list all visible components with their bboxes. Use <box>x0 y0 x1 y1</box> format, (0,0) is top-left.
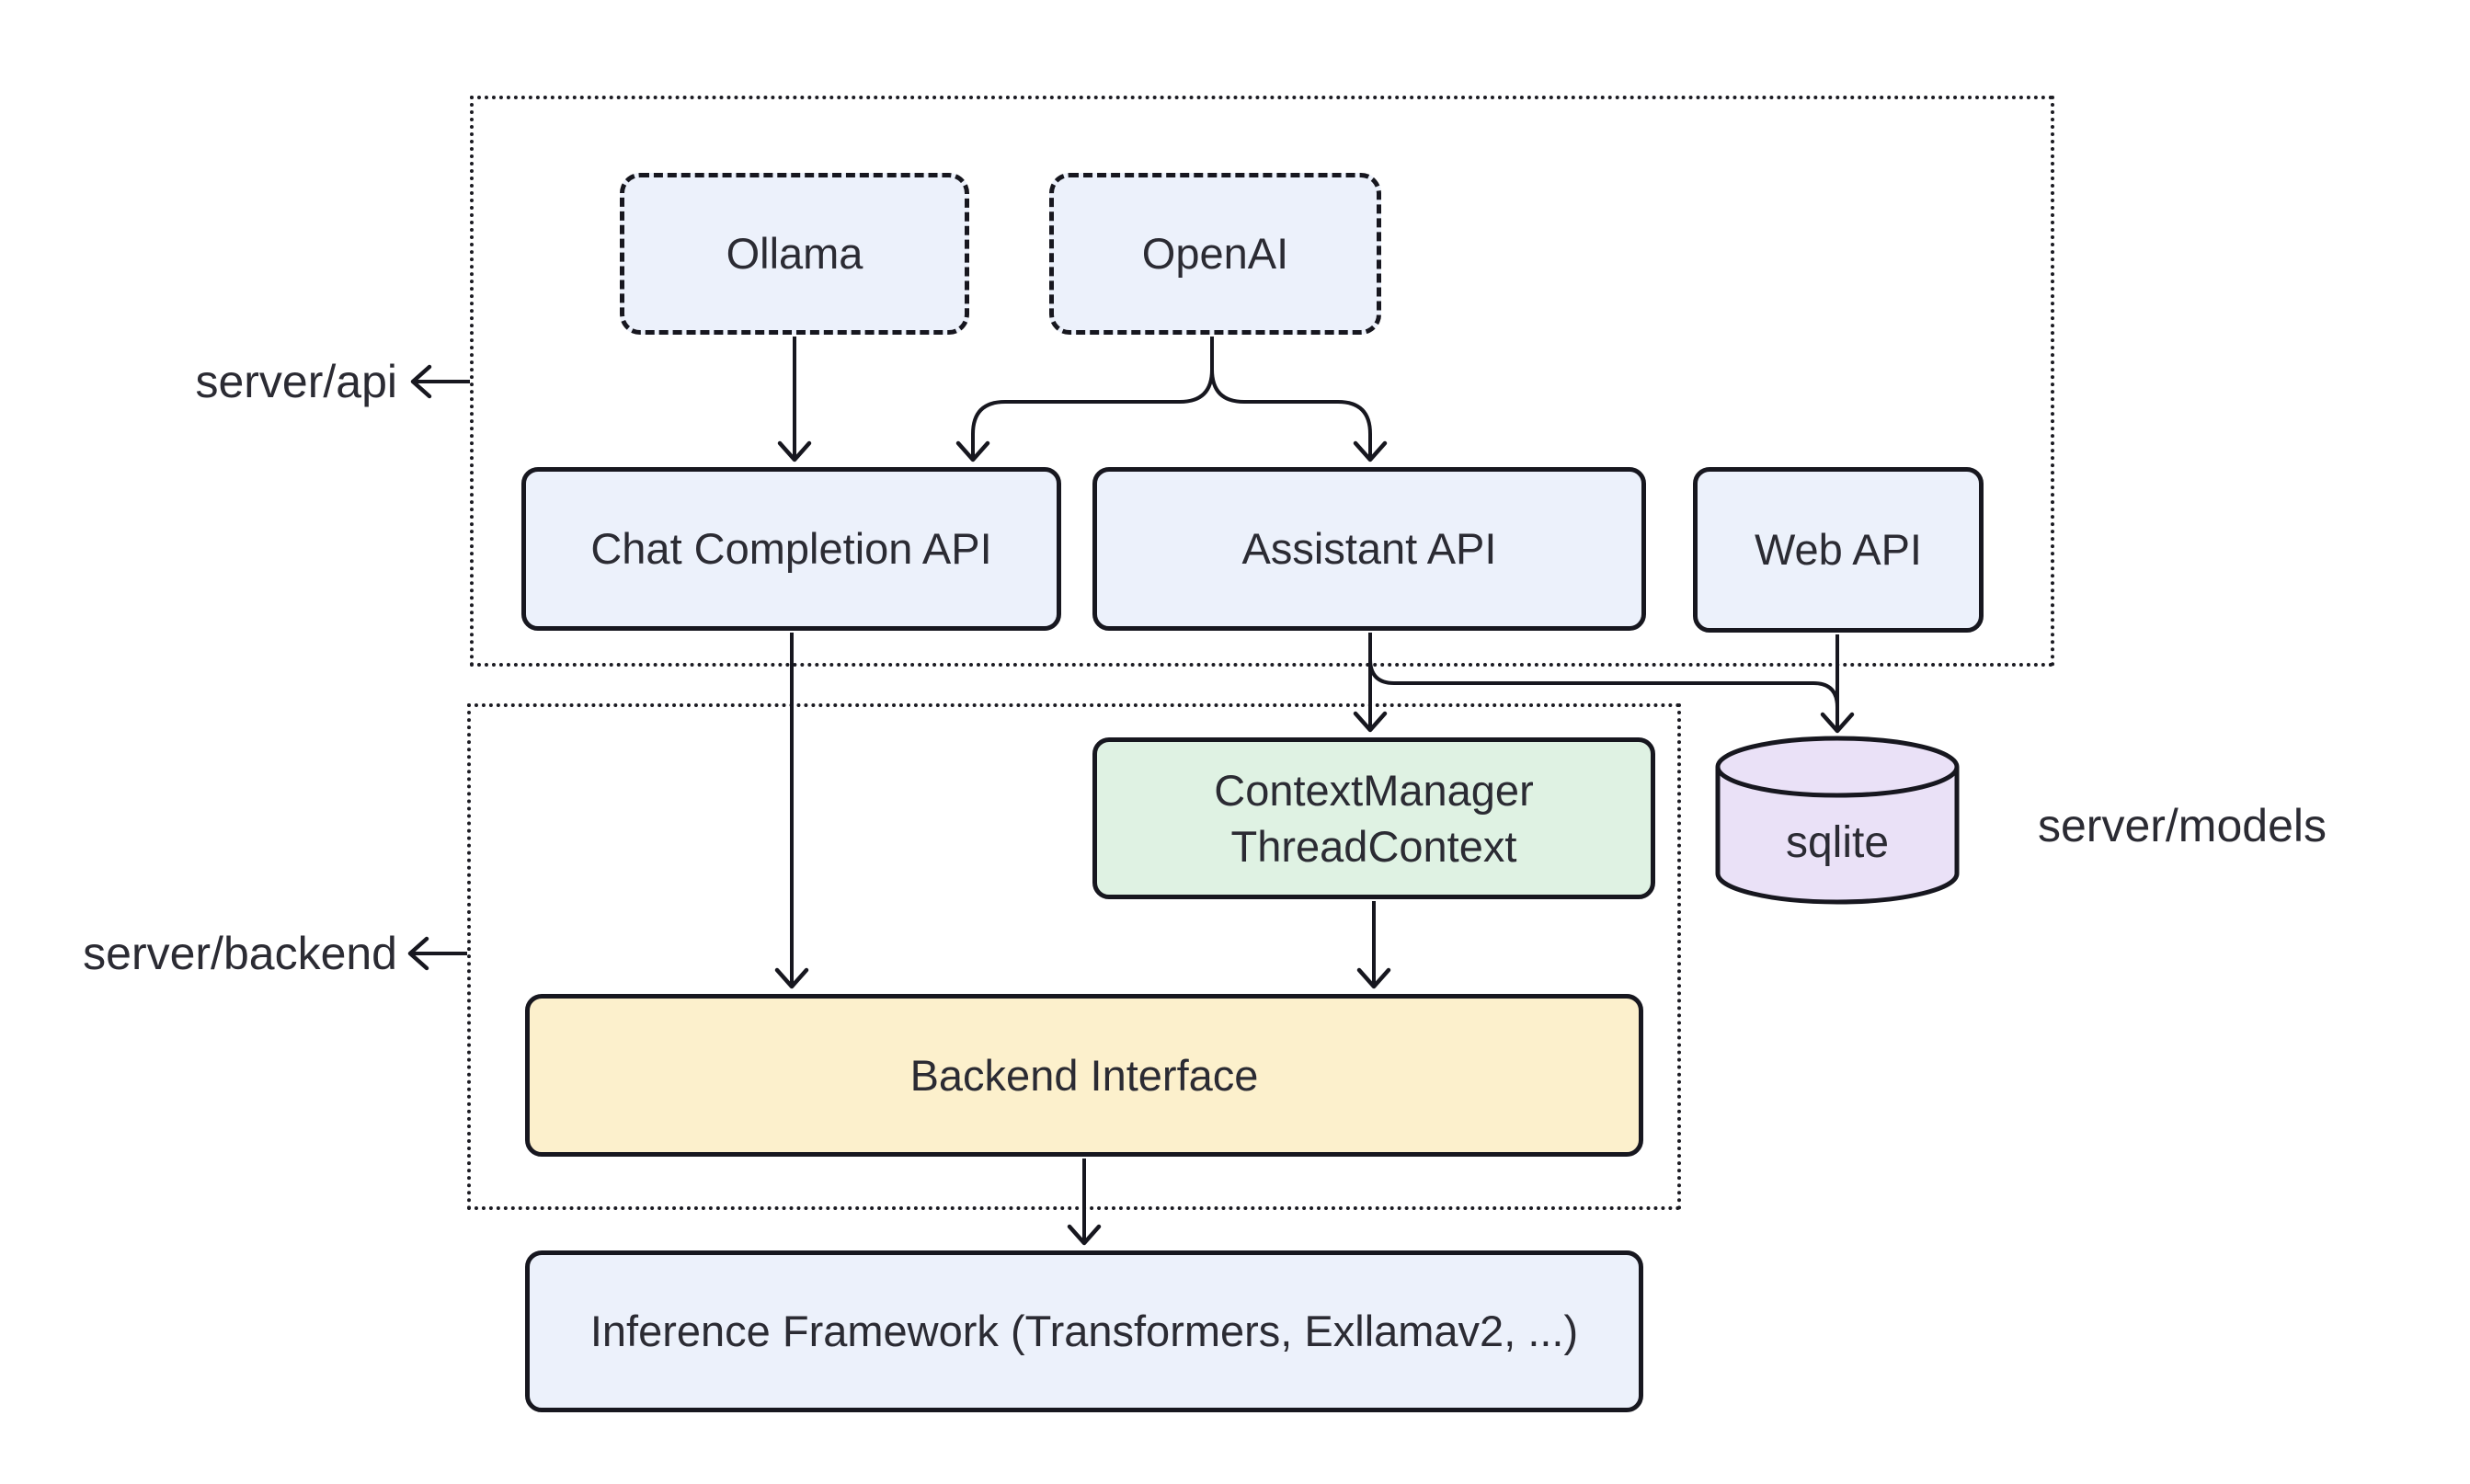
node-ollama-label: Ollama <box>726 229 863 279</box>
node-inference-framework: Inference Framework (Transformers, Exlla… <box>525 1250 1643 1412</box>
node-backend-interface-label: Backend Interface <box>909 1050 1259 1100</box>
context-manager-line1: ContextManager <box>1214 765 1534 815</box>
node-assistant-api: Assistant API <box>1092 467 1646 631</box>
node-openai-label: OpenAI <box>1141 229 1289 279</box>
server-api-label: server/api <box>195 356 397 407</box>
node-web-api-label: Web API <box>1754 525 1922 575</box>
server-api-group-container <box>470 96 2054 667</box>
node-backend-interface: Backend Interface <box>525 994 1643 1157</box>
node-chat-completion-api: Chat Completion API <box>521 467 1061 631</box>
node-inference-framework-label: Inference Framework (Transformers, Exlla… <box>589 1307 1579 1356</box>
sqlite-cylinder-top <box>1715 736 1960 798</box>
node-assistant-api-label: Assistant API <box>1241 524 1497 574</box>
server-backend-group-container <box>467 703 1681 1210</box>
node-web-api: Web API <box>1693 467 1984 633</box>
node-ollama: Ollama <box>620 173 969 335</box>
node-context-manager: ContextManager ThreadContext <box>1092 737 1655 899</box>
node-sqlite-label: sqlite <box>1785 817 1890 867</box>
node-context-manager-label: ContextManager ThreadContext <box>1214 762 1533 874</box>
context-manager-line2: ThreadContext <box>1230 822 1517 871</box>
server-backend-label: server/backend <box>83 928 397 979</box>
node-chat-completion-api-label: Chat Completion API <box>590 524 992 574</box>
server-models-label: server/models <box>2038 800 2327 851</box>
node-openai: OpenAI <box>1049 173 1381 335</box>
